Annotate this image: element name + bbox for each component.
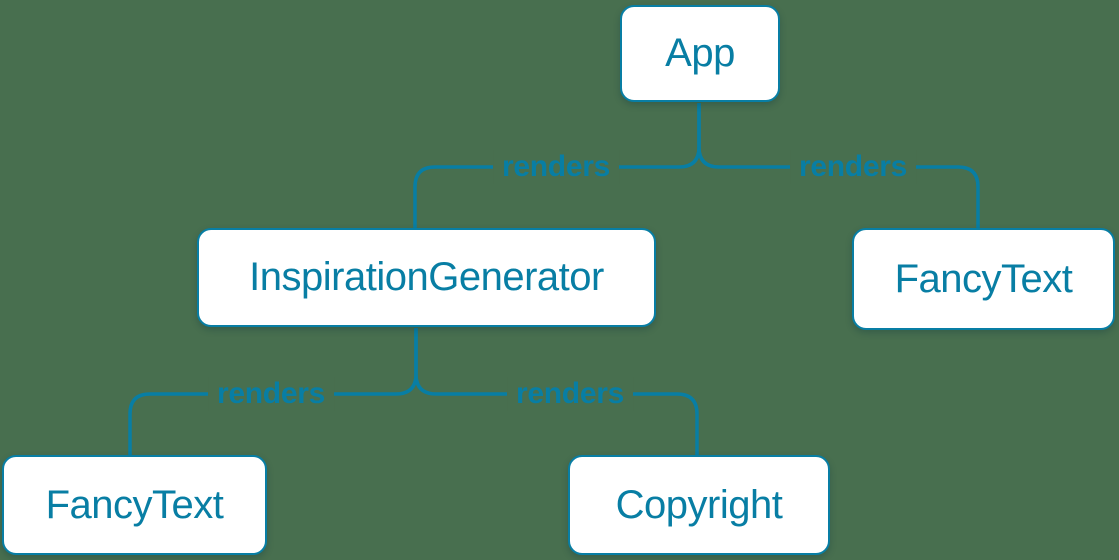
- node-fancytext-right: FancyText: [852, 228, 1115, 330]
- edge-label-app-fancytext: renders: [790, 150, 916, 184]
- node-app: App: [620, 5, 780, 102]
- node-fancytext-right-label: FancyText: [894, 256, 1073, 301]
- edge-label-inspirationgenerator-copyright: renders: [507, 377, 633, 411]
- node-fancytext-left-label: FancyText: [45, 482, 224, 527]
- edge-label-inspirationgenerator-fancytext: renders: [208, 377, 334, 411]
- node-inspirationgenerator: InspirationGenerator: [197, 228, 656, 327]
- node-fancytext-left: FancyText: [2, 455, 267, 555]
- node-copyright-label: Copyright: [615, 482, 783, 527]
- edge-label-app-inspirationgenerator: renders: [493, 150, 619, 184]
- node-inspirationgenerator-label: InspirationGenerator: [249, 255, 604, 299]
- node-app-label: App: [665, 31, 735, 75]
- node-copyright: Copyright: [568, 455, 830, 555]
